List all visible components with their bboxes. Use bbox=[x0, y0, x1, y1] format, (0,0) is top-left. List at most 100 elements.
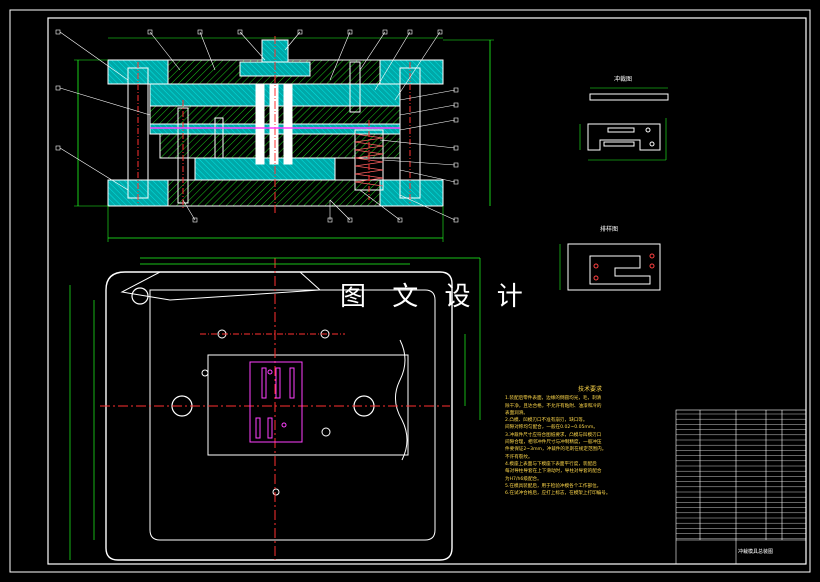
blank-slot-2 bbox=[603, 141, 635, 147]
blank-hole-1 bbox=[645, 127, 651, 133]
leader-18 bbox=[399, 194, 456, 221]
screw-hole-5 bbox=[272, 488, 280, 496]
section-view bbox=[74, 36, 494, 242]
screw-mid bbox=[214, 117, 224, 159]
layout-cut bbox=[589, 255, 651, 285]
num-box bbox=[347, 217, 353, 223]
layout-strip bbox=[567, 243, 661, 291]
notes-line: 4.模座上表面与下模座下表面平行度，装配后 bbox=[505, 461, 597, 467]
strip-layout-view bbox=[559, 243, 661, 291]
num-box bbox=[55, 145, 61, 151]
notes-line: 5.在模具装配后，用于检验冲模各个工作部位。 bbox=[505, 483, 602, 489]
leader-16 bbox=[382, 159, 456, 166]
num-box bbox=[297, 29, 303, 35]
leader-3 bbox=[59, 147, 129, 191]
num-box bbox=[453, 179, 459, 185]
num-box bbox=[453, 102, 459, 108]
strip-outline bbox=[249, 361, 303, 443]
num-box bbox=[437, 29, 443, 35]
strip-pilot-2 bbox=[281, 422, 287, 428]
leader-7 bbox=[284, 31, 301, 51]
die-insert-outline bbox=[207, 354, 409, 456]
lower-die-outline bbox=[105, 271, 453, 561]
part-leaders bbox=[59, 31, 456, 221]
num-box bbox=[55, 85, 61, 91]
punch-1 bbox=[255, 83, 265, 165]
technical-requirements: 技术要求 1.装配后零件表面，边缘的倒圆均光，毛，刺清 除干净，且达合格，不允许… bbox=[505, 386, 675, 497]
leader-5 bbox=[199, 31, 216, 71]
notes-line: 间隙合理，相邻冲件尺寸与冲制精度，一般冲压 bbox=[505, 440, 602, 446]
leader-11 bbox=[394, 31, 441, 101]
punch-2 bbox=[269, 83, 279, 165]
notes-title: 技术要求 bbox=[577, 386, 602, 393]
leader-8 bbox=[329, 31, 351, 81]
num-box bbox=[237, 29, 243, 35]
notes-line: 3.冲裁件尺寸应符合图纸要求，凸模与凹模刃口 bbox=[505, 432, 602, 438]
blank-part bbox=[587, 123, 661, 151]
leader-17 bbox=[399, 169, 456, 183]
title-block-rows bbox=[676, 413, 806, 539]
notes-line: 表面润滑。 bbox=[505, 410, 528, 416]
upper-die-seat-cap-right bbox=[379, 59, 444, 85]
notes-line: 除干净，且达合格，不允许有粘附、油漆和冷的 bbox=[505, 403, 602, 409]
screw-right bbox=[349, 61, 361, 113]
leader-14 bbox=[399, 119, 456, 131]
watermark-text: 图 文 设 计 bbox=[340, 282, 532, 312]
title-block bbox=[675, 409, 807, 565]
upper-die-outline bbox=[149, 289, 436, 541]
lower-pad bbox=[194, 157, 336, 181]
screw-hole-4 bbox=[201, 369, 209, 377]
strip-slot-5 bbox=[267, 417, 273, 439]
strip-slot-2 bbox=[275, 367, 281, 399]
guide-hole-tl bbox=[131, 287, 149, 305]
blank-view bbox=[579, 87, 669, 161]
leader-2 bbox=[59, 87, 151, 116]
sheet-border-outer bbox=[9, 9, 811, 573]
num-box bbox=[327, 217, 333, 223]
strip-view-title: 排样图 bbox=[600, 226, 619, 233]
layout-hole-2 bbox=[593, 275, 599, 281]
blank-strip bbox=[589, 93, 669, 101]
drawing-name: 冲裁模具总装图 bbox=[738, 549, 774, 555]
break-line bbox=[395, 339, 408, 461]
leader-12 bbox=[399, 89, 456, 101]
notes-line: 件要保证2~3mm，冲裁件的毛刺在规定范围内。 bbox=[505, 447, 607, 453]
layout-hole-4 bbox=[649, 263, 655, 269]
leader-6 bbox=[239, 31, 266, 61]
notes-line: 为H7/h6级配合。 bbox=[505, 476, 542, 482]
strip-slot-4 bbox=[255, 417, 261, 439]
strip-workpiece bbox=[249, 361, 303, 443]
notes-line: 2.凸模、凹模刃口不准有崩刃，缺口等。 bbox=[505, 418, 588, 424]
leader-20 bbox=[329, 199, 351, 221]
lower-die-seat-right bbox=[379, 179, 444, 207]
strip-pilot-1 bbox=[267, 369, 273, 375]
plan-view bbox=[69, 257, 481, 561]
num-box bbox=[453, 162, 459, 168]
notes-line: 6.在试冲合格后，应打上标志，在模架上打印编号。 bbox=[505, 491, 611, 497]
notes-line: 间隙对称均匀配合，一般在0.02~0.05mm。 bbox=[505, 425, 598, 431]
leader-9 bbox=[359, 31, 386, 71]
blank-slot-1 bbox=[607, 127, 635, 133]
strip-slot-3 bbox=[289, 367, 295, 399]
num-box bbox=[382, 29, 388, 35]
num-box bbox=[347, 29, 353, 35]
blank-hole-2 bbox=[649, 141, 655, 147]
layout-hole-3 bbox=[649, 253, 655, 259]
leader-22 bbox=[182, 199, 196, 221]
die-plate bbox=[159, 133, 401, 159]
num-box bbox=[453, 145, 459, 151]
notes-line: 不许有裂纹。 bbox=[505, 454, 533, 460]
num-box bbox=[453, 87, 459, 93]
num-box bbox=[197, 29, 203, 35]
leader-15 bbox=[379, 139, 456, 149]
punch-3 bbox=[283, 83, 293, 165]
num-box bbox=[453, 217, 459, 223]
blank-view-title: 冲裁图 bbox=[614, 76, 633, 83]
notes-line: 每对导柱导套在上下滑动时，导柱对导套的配合 bbox=[505, 469, 602, 475]
sheet-border-inner bbox=[47, 17, 807, 565]
guide-boss bbox=[120, 271, 322, 301]
layout-hole-1 bbox=[593, 263, 599, 269]
part-number-boxes bbox=[55, 29, 459, 223]
screw-hole-3 bbox=[321, 427, 331, 437]
